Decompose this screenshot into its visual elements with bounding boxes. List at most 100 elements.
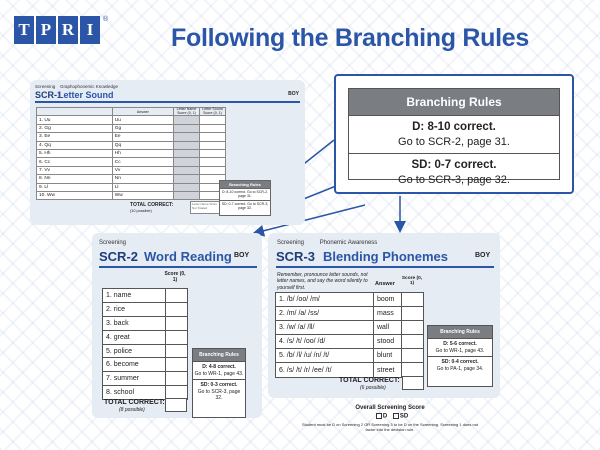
score-cell[interactable] [173,165,200,176]
overall-score-title: Overall Screening Score [355,405,425,411]
scr1-divider [35,101,300,103]
rule-sd: SD: 0-7 correct. Go to SCR-3, page 32. [220,199,270,211]
scr1-total-box-note: Letter Name Score Not Totaled [192,202,218,210]
score-cell[interactable] [173,123,200,134]
score-cell[interactable] [199,157,226,167]
score-cell[interactable] [173,182,200,192]
answer-cell: Qq [111,140,175,150]
branching-rules-header: Branching Rules [193,349,245,361]
scr1-section-label: Screening [35,84,56,89]
score-cell[interactable] [173,190,200,201]
score-cell[interactable] [165,288,188,303]
table-row: 8. school [102,385,188,401]
answer-cell: boom [373,291,402,308]
scr3-subsection: Phonemic Awareness [319,240,378,246]
branching-rules-header: Branching Rules [220,181,270,188]
item-cell: 8. Nn [36,174,113,184]
scr3-boy-label: BOY [475,252,491,259]
score-cell[interactable] [199,165,226,176]
score-cell[interactable] [199,115,226,125]
score-cell[interactable] [199,148,226,159]
score-cell[interactable] [401,306,424,322]
table-row: 6. /s/ /t/ /r/ /ee/ /t/street [275,362,424,378]
table-row: 3. back [102,315,188,331]
table-row: 4. great [102,329,188,345]
item-cell: 4. Qq [36,140,113,150]
score-cell[interactable] [173,148,200,159]
scr2-word-table: 1. name 2. rice 3. back 4. great 5. poli… [102,288,188,401]
score-cell[interactable] [199,140,226,150]
callout-rule-sd-criteria: SD: 0-7 correct. [411,159,497,172]
answer-cell: Gg [111,123,175,134]
table-row: 5. police [102,343,188,359]
table-header [36,106,113,117]
scr1-panel: Screening Graphophonemic Knowledge SCR-1… [30,80,305,225]
word-cell: 2. rice [102,301,166,317]
rule-d: D: 8-10 correct. Go to SCR-2, page 31. [220,188,270,199]
scr1-table: Answer Letter Name Score (0, 1) Letter S… [36,106,226,201]
scr2-total-box[interactable] [165,398,187,412]
scr2-score-header: Score (0, 1) [164,271,186,283]
score-cell[interactable] [401,320,424,336]
score-cell[interactable] [173,157,200,167]
table-row: 3. /w/ /a/ /ll/wall [275,320,424,336]
table-row: 6. become [102,357,188,373]
logo-letter: T [14,16,34,44]
score-cell[interactable] [165,371,188,387]
phoneme-cell: 5. /b/ /l/ /u/ /n/ /t/ [275,348,374,364]
score-cell[interactable] [173,115,200,125]
score-cell[interactable] [173,174,200,184]
score-cell[interactable] [165,315,188,331]
score-cell[interactable] [401,362,424,378]
scr3-name: Blending Phonemes [323,249,448,264]
rule-sd-action: Go to PA-1, page 34. [436,365,484,372]
score-cell[interactable] [173,140,200,150]
scr3-divider [276,266,494,268]
rule-sd-criteria: SD: 0-3 correct. [200,382,238,388]
score-cell[interactable] [401,348,424,364]
answer-cell: Hh [111,148,175,159]
scr3-total-box[interactable] [402,376,424,390]
word-cell: 8. school [102,385,166,401]
score-cell[interactable] [401,334,424,350]
score-cell[interactable] [165,329,188,345]
answer-cell: Ww [111,190,175,201]
score-cell[interactable] [165,357,188,373]
scr3-possible-label: (6 possible) [360,385,386,391]
score-cell[interactable] [165,301,188,317]
score-cell[interactable] [401,291,424,308]
scr3-branching-rules: Branching Rules D: 5-6 correct. Go to WR… [427,325,493,387]
word-cell: 6. become [102,357,166,373]
table-row: 2. rice [102,301,188,317]
rule-sd: SD: 0-3 correct. Go to SCR-3, page 32. [193,379,245,404]
score-cell[interactable] [199,123,226,134]
item-cell: 6. Cc [36,157,113,167]
score-cell[interactable] [165,343,188,359]
answer-cell: Vv [111,165,175,176]
scr3-section: Screening [277,240,305,246]
callout-rule-sd: SD: 0-7 correct. Go to SCR-3, page 32. [349,153,559,191]
word-cell: 5. police [102,343,166,359]
table-row: 1. name [102,288,188,303]
scr3-phoneme-table: 1. /b/ /oo/ /m/boom 2. /m/ /a/ /ss/mass … [275,291,424,378]
table-row: 2. /m/ /a/ /ss/mass [275,306,424,322]
scr1-total-box[interactable]: Letter Name Score Not Totaled [190,201,220,214]
score-cell[interactable] [173,132,200,142]
scr2-code: SCR-2 [99,249,139,264]
scr3-section-label: Screening Phonemic Awareness [277,240,377,246]
registered-mark: ® [103,16,109,23]
answer-cell: Nn [111,174,175,184]
scr1-code: SCR-1 [35,90,63,100]
scr2-boy-label: BOY [234,252,250,259]
overall-sd-checkbox[interactable] [392,413,399,419]
rule-d: D: 4-8 correct. Go to WR-1, page 43. [193,361,245,379]
callout-rule-sd-action: Go to SCR-3, page 32. [398,174,510,187]
rule-d-criteria: D: 5-6 correct. [443,341,477,347]
answer-cell: wall [373,320,402,336]
scr2-possible-label: (8 possible) [119,407,145,413]
answer-cell: Cc [111,157,175,167]
overall-d-checkbox[interactable] [375,413,382,419]
score-cell[interactable] [199,132,226,142]
